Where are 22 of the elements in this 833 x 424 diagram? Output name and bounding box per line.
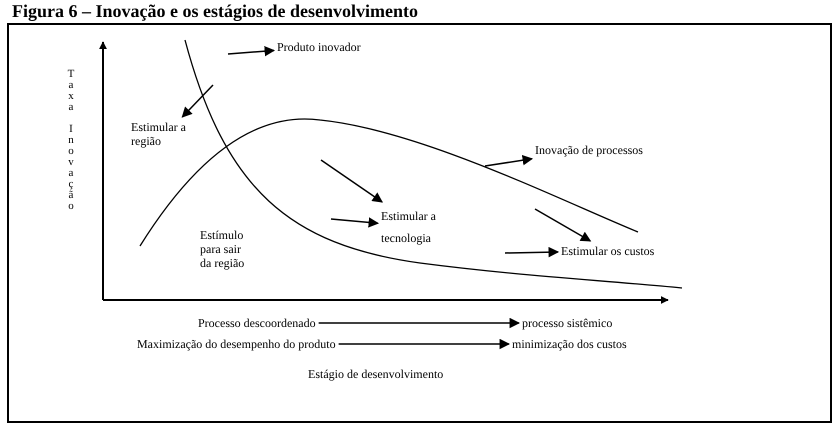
- arrow: [182, 84, 214, 118]
- arrow: [338, 338, 510, 350]
- annotation-text: Inovação de processos: [535, 143, 643, 157]
- annotation-text: Processo descoordenado: [198, 316, 316, 330]
- annotation-text: Estimular os custos: [561, 244, 654, 258]
- axis-title: Taxa Inovação: [64, 68, 78, 211]
- annotation-text: processo sistêmico: [522, 316, 612, 330]
- arrow: [504, 246, 560, 258]
- arrow: [320, 159, 383, 203]
- arrow: [484, 155, 534, 167]
- arrow: [318, 318, 520, 328]
- arrow: [330, 217, 380, 228]
- axis-title: Estágio de desenvolvimento: [308, 367, 444, 381]
- annotation-text: Estimular a região: [131, 120, 201, 148]
- annotation-text: Estímulo para sair da região: [200, 228, 255, 270]
- annotation-text: Produto inovador: [277, 40, 361, 54]
- arrow: [534, 208, 592, 242]
- annotation-text: Estimular a tecnologia: [381, 205, 456, 249]
- annotation-text: minimização dos custos: [512, 337, 627, 351]
- arrow: [228, 46, 276, 56]
- annotation-text: Maximização do desempenho do produto: [137, 337, 336, 351]
- figure-title: Figura 6 – Inovação e os estágios de desenvolvimento: [12, 1, 418, 22]
